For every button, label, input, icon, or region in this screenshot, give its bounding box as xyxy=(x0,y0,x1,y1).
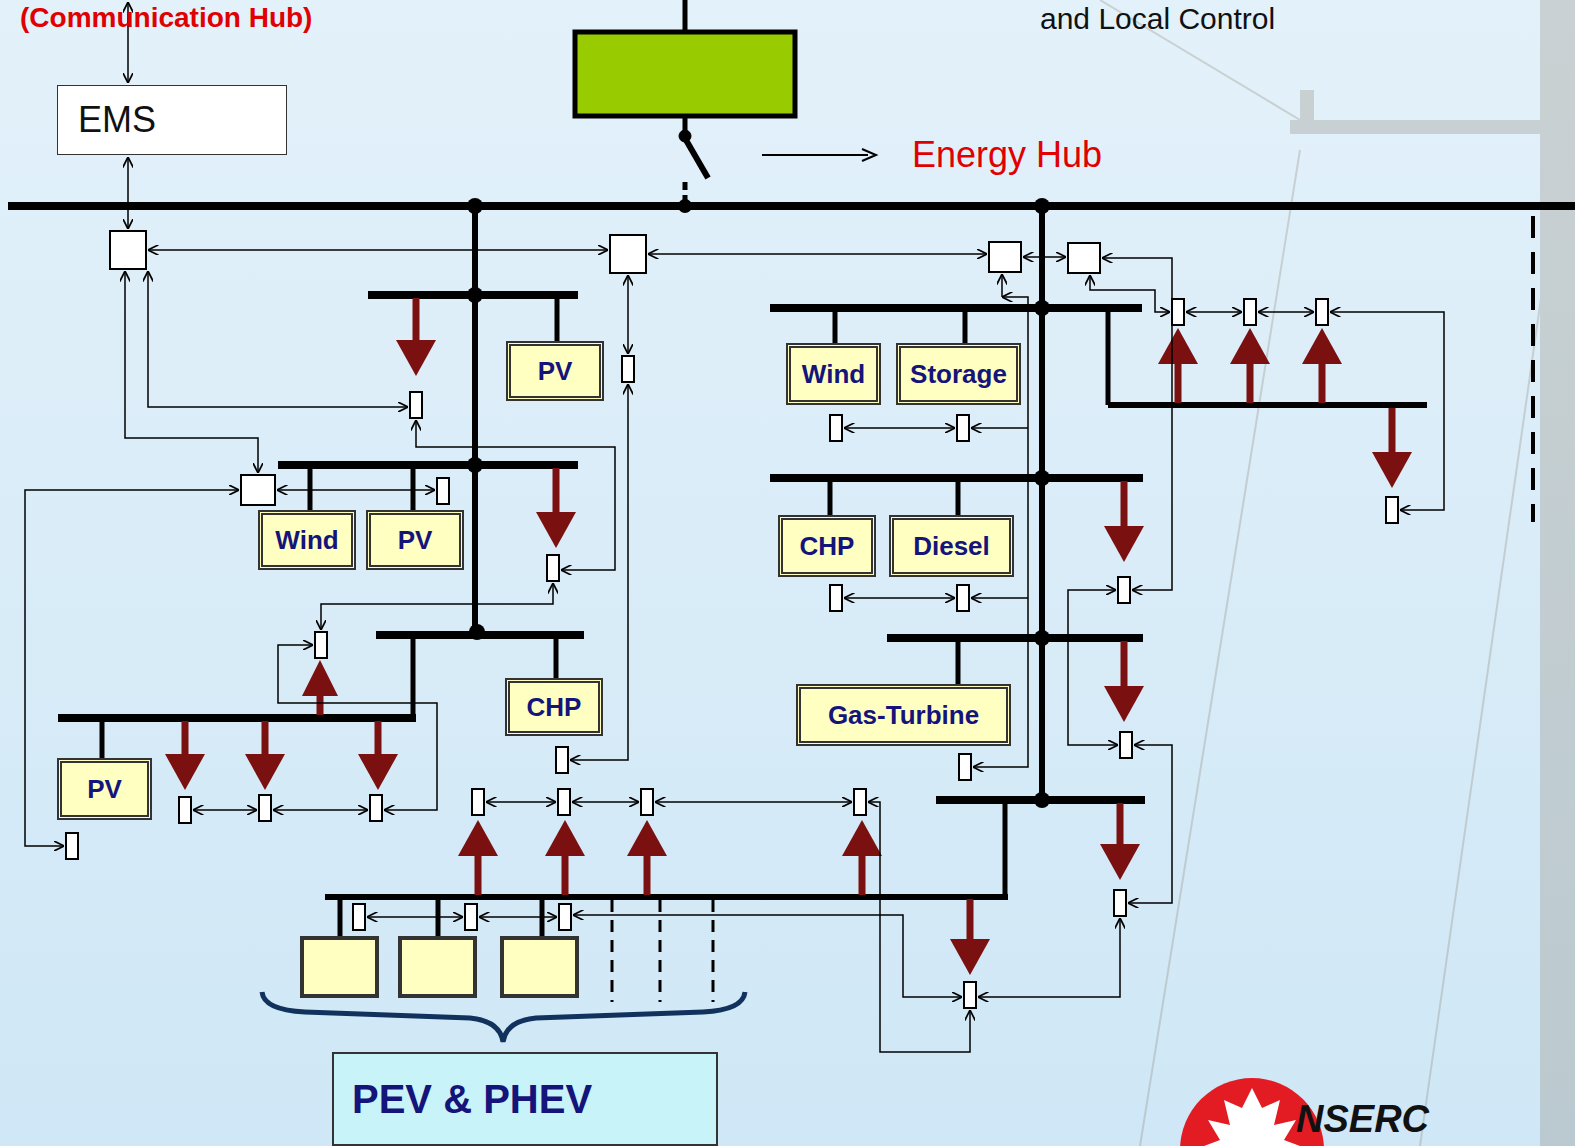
source-box: CHP xyxy=(505,678,603,736)
source-box: PV xyxy=(506,341,604,401)
main-bus xyxy=(8,0,1575,522)
logo-text: NSERC xyxy=(1296,1098,1429,1141)
node-text: Wind xyxy=(275,525,338,556)
source-box: PV xyxy=(366,510,464,570)
node-text: Wind xyxy=(802,359,865,390)
source-box: Gas-Turbine xyxy=(796,684,1011,746)
storage-box: Storage xyxy=(896,343,1021,405)
node-text: CHP xyxy=(527,692,582,723)
feeders xyxy=(58,206,1427,1002)
pev-units xyxy=(262,938,745,1042)
node-text: PV xyxy=(538,356,573,387)
hub-label: (Communication Hub) xyxy=(20,2,312,34)
pev-box: PEV & PHEV xyxy=(332,1052,718,1146)
energy-hub-label: Energy Hub xyxy=(912,134,1102,176)
comm-links xyxy=(25,2,1444,1052)
node-text: EMS xyxy=(78,99,156,141)
node-text: CHP xyxy=(800,531,855,562)
source-box: Wind xyxy=(258,510,356,570)
node-text: Gas-Turbine xyxy=(828,700,979,731)
control-label: and Local Control xyxy=(1040,2,1275,36)
node-text: Storage xyxy=(910,359,1007,390)
pole-background xyxy=(1100,0,1575,1146)
power-flow-arrows xyxy=(165,298,1412,975)
bus-dots xyxy=(467,198,1050,808)
node-text: PV xyxy=(87,774,122,805)
node-text: PV xyxy=(398,525,433,556)
source-box: PV xyxy=(57,758,152,820)
source-box: Diesel xyxy=(889,515,1014,577)
source-box: Wind xyxy=(786,343,881,405)
ems-box: EMS xyxy=(57,85,287,155)
node-text: PEV & PHEV xyxy=(352,1077,592,1122)
source-box: CHP xyxy=(778,515,876,577)
comm-nodes xyxy=(66,231,1398,1008)
node-text: Diesel xyxy=(913,531,990,562)
